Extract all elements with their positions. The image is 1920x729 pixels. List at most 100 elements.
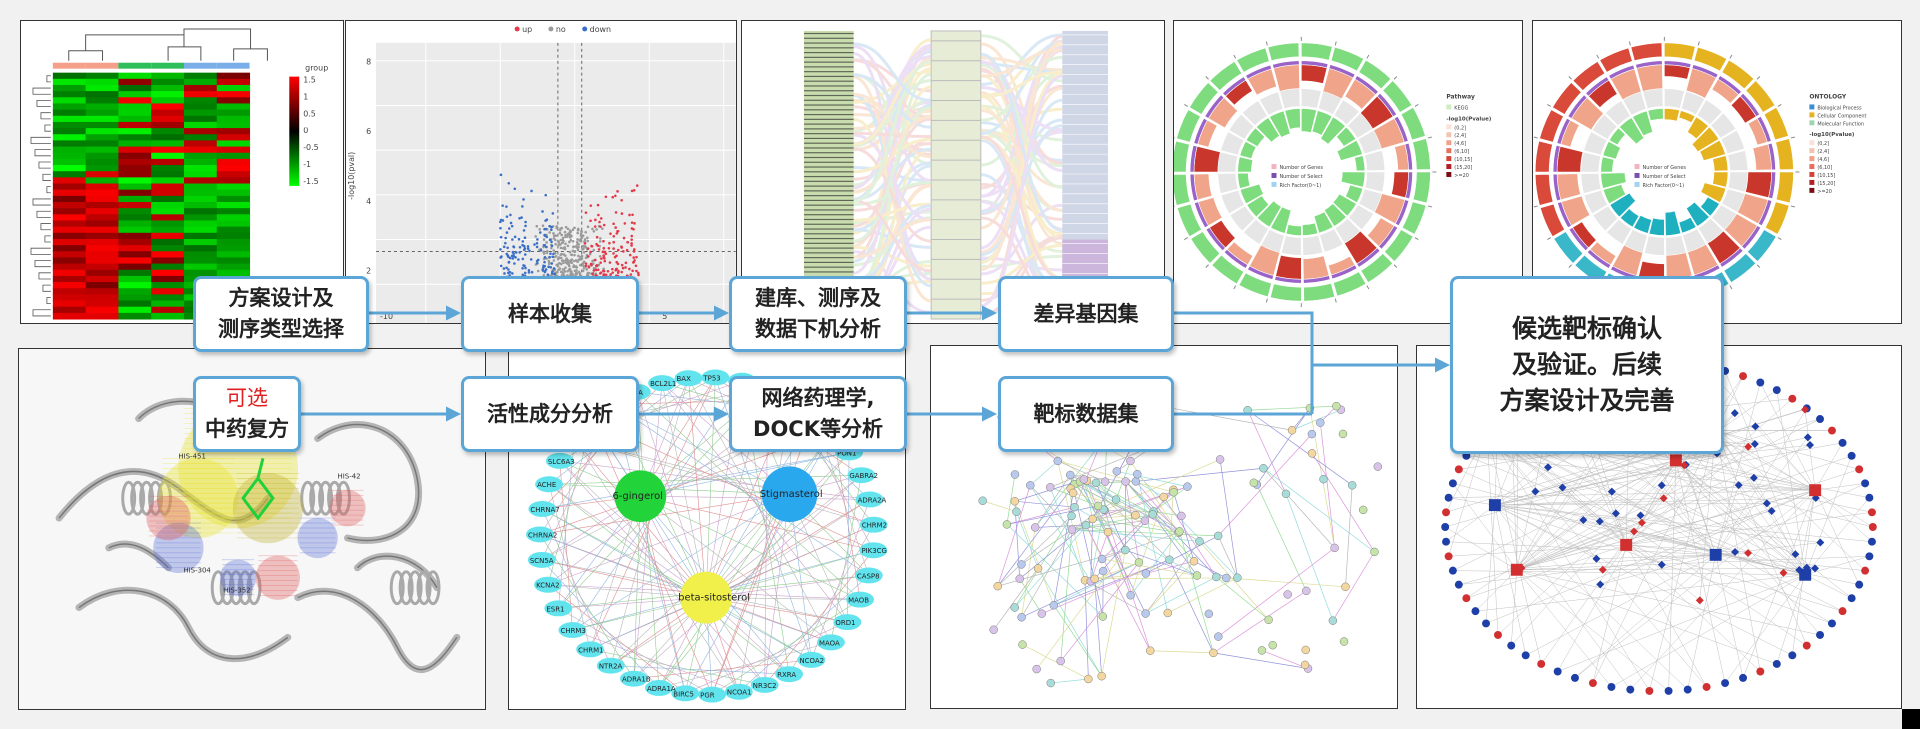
target-edge: [1466, 455, 1816, 491]
circle-marker-segment: [1556, 117, 1571, 145]
ppi-node: [1131, 510, 1140, 520]
herb-edge: [542, 508, 812, 661]
target-ring-node: [1607, 683, 1616, 691]
heatmap-cell: [85, 214, 119, 221]
heatmap-cell: [183, 134, 218, 141]
ppi-edge: [1213, 590, 1307, 654]
volcano-point-down: [546, 273, 550, 276]
protein-helix-coil: [327, 480, 342, 516]
circle-inner-bg: [1622, 91, 1647, 116]
heatmap-cell: [118, 146, 152, 154]
heatmap-cell: [183, 195, 218, 203]
volcano-point-up: [594, 268, 598, 272]
ppi-node: [1103, 527, 1113, 537]
circle-marker-segment: [1664, 60, 1692, 69]
heatmap-cell: [118, 306, 152, 314]
volcano-point-down: [499, 264, 503, 268]
sankey-left-tick: [803, 161, 854, 163]
ppi-node: [1002, 520, 1012, 529]
circle-outer-ring-segment: [1330, 46, 1365, 72]
step-tcm-optional: 可选: [226, 386, 268, 410]
circle-inner-bar: [1678, 216, 1697, 234]
volcano-point-up: [589, 204, 593, 207]
volcano-point-up: [589, 219, 592, 223]
volcano-point-no: [585, 268, 589, 271]
ppi-node: [1032, 664, 1041, 674]
circle-inner-bg: [1644, 235, 1665, 256]
ppi-node: [1088, 514, 1097, 524]
herb-target-node: [527, 551, 556, 568]
heatmap-cell: [52, 220, 87, 228]
circle-inner-bar: [1664, 210, 1682, 236]
heatmap-cell: [183, 158, 218, 166]
volcano-point-up: [630, 244, 633, 247]
herb-target-node: [534, 576, 562, 593]
sankey-left-tick: [803, 109, 854, 111]
heatmap-cell: [85, 269, 119, 277]
heatmap-cell: [118, 189, 152, 197]
circle-inner-bg: [1302, 234, 1324, 256]
target-edges: [1445, 362, 1873, 692]
herb-edge: [613, 404, 790, 495]
sankey-flow-right: [980, 135, 1063, 281]
volcano-point-no: [577, 258, 580, 262]
sankey-flow-right: [980, 244, 1063, 285]
circle-inner-bg: [1229, 205, 1256, 232]
ppi-node: [1159, 492, 1168, 502]
heatmap-cell: [151, 177, 185, 185]
target-ring-node: [1664, 686, 1673, 695]
volcano-point-no: [602, 267, 605, 271]
circle-outer-ring-segment: [1236, 47, 1270, 73]
heatmap-cell: [216, 91, 251, 98]
heatmap-cell: [85, 202, 119, 209]
ppi-node: [1098, 612, 1108, 621]
herb-target-label: BIRC5: [673, 690, 694, 698]
herb-hub-label: Stigmasterol: [760, 489, 823, 500]
circle-inner-bg: [1580, 173, 1602, 194]
target-mid-node: [1531, 487, 1540, 496]
volcano-point-no: [591, 227, 594, 231]
volcano-point-down: [548, 238, 552, 242]
circle-marker-segment: [1205, 227, 1226, 252]
heatmap-legend-title: group: [305, 64, 328, 73]
volcano-point-no: [538, 228, 541, 231]
target-hub-node: [1809, 484, 1822, 497]
heatmap-cell: [216, 72, 251, 80]
herb-edge: [559, 460, 870, 500]
ppi-node: [1307, 429, 1317, 439]
ppi-edge: [1104, 459, 1221, 511]
herb-target-node: [833, 614, 862, 631]
sankey-flow-right: [980, 70, 1063, 99]
target-edge: [1458, 469, 1627, 546]
heatmap-cell: [151, 140, 185, 148]
circle-marker-segment: [1567, 94, 1588, 119]
volcano-point-no: [557, 256, 561, 259]
volcano-point-up: [602, 239, 605, 243]
sankey-left-tick: [803, 252, 854, 254]
volcano-point-up: [584, 211, 588, 214]
target-ring-node: [1537, 659, 1546, 668]
heatmap-cell: [85, 165, 119, 172]
heatmap-cell: [118, 128, 152, 135]
volcano-point-no: [564, 225, 568, 229]
ppi-node: [1301, 645, 1310, 655]
circle-tick: [1366, 285, 1370, 290]
circle-inner-bar: [1285, 224, 1302, 236]
heatmap-cell: [118, 140, 152, 148]
herb-edge: [640, 495, 861, 600]
ppi-edge: [1135, 467, 1264, 482]
ppi-node: [1358, 505, 1368, 515]
circle-pvalue-title: -log10(Pvalue): [1809, 132, 1855, 138]
heatmap-cell: [183, 269, 218, 277]
volcano-point-no: [556, 270, 559, 274]
volcano-point-up: [624, 261, 628, 265]
target-ring-node: [1626, 685, 1635, 694]
herb-target-label: CHRM3: [561, 627, 586, 635]
circle-bin-swatch: [1809, 187, 1815, 193]
target-mid-node: [1734, 481, 1743, 490]
sankey-left-tick: [803, 195, 854, 197]
volcano-point-down: [499, 218, 503, 222]
residue-label: HIS-352: [223, 587, 250, 595]
ppi-edge: [1030, 460, 1058, 486]
